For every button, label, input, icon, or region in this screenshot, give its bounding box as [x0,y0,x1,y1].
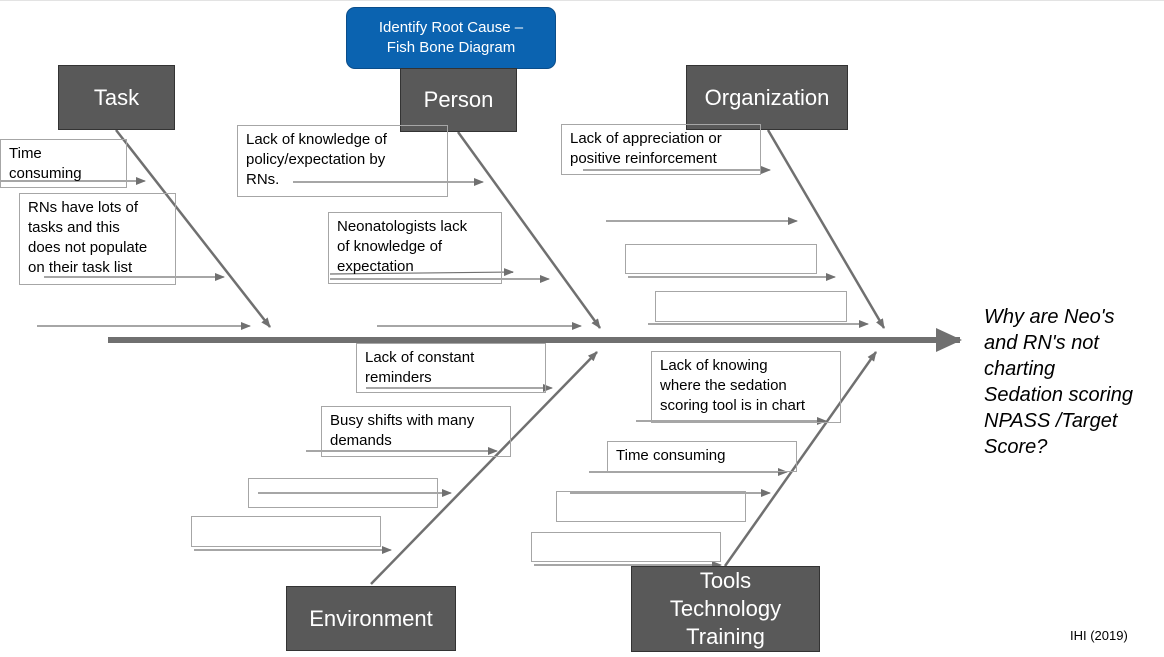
cause-line: Time consuming [616,447,726,464]
category-person-label: Person [423,87,494,112]
category-tools-label-2: Technology [669,596,782,621]
cause-line: consuming [9,165,82,182]
problem-line: charting [984,358,1056,380]
cause-line: positive reinforcement [570,150,717,167]
category-organization: Organization [686,65,848,130]
cause-line: of knowledge of [337,238,443,255]
top-border [0,0,1164,1]
problem-statement: Why are Neo's and RN's not charting Seda… [984,304,1160,460]
cause-task-rns: RNs have lots of tasks and this does not… [19,193,176,285]
sub-arrow [329,268,514,277]
empty-cause-box [531,532,721,562]
cause-person-neo: Neonatologists lack of knowledge of expe… [328,212,502,284]
bone-person [456,131,602,329]
cause-line: on their task list [28,259,133,276]
citation: IHI (2019) [1070,628,1128,643]
cause-line: expectation [337,258,414,275]
category-environment: Environment [286,586,456,651]
problem-line: Sedation scoring [984,384,1133,406]
bone-task [115,129,271,328]
cause-line: Lack of knowledge of [246,131,387,148]
cause-line: where the sedation [660,377,787,394]
category-tools: Tools Technology Training [631,566,820,652]
cause-line: Lack of constant [365,349,475,366]
cause-tools-knowing: Lack of knowing where the sedation scori… [651,351,841,423]
title-line-1: Identify Root Cause – [378,19,524,36]
category-tools-label-3: Training [686,624,765,649]
cause-line: Lack of appreciation or [570,130,722,147]
bone-organization [766,129,886,329]
category-organization-label: Organization [704,84,830,110]
cause-line: policy/expectation by [246,151,386,168]
problem-line: Why are Neo's [984,306,1115,328]
empty-cause-box [556,491,746,522]
cause-task-time: Time consuming [0,139,127,188]
cause-line: Time [9,145,42,162]
bone-environment [370,351,598,585]
bone-tools [723,351,878,567]
cause-line: demands [330,432,392,449]
cause-org-appreciation: Lack of appreciation or positive reinfor… [561,124,761,175]
cause-line: RNs have lots of [28,199,139,216]
category-tools-label-1: Tools [699,568,752,593]
cause-env-reminders: Lack of constant reminders [356,343,546,393]
empty-cause-box [191,516,381,547]
title-line-2: Fish Bone Diagram [386,39,516,56]
empty-cause-box [625,244,817,274]
cause-line: does not populate [28,239,148,256]
cause-line: Lack of knowing [660,357,768,374]
problem-line: NPASS /Target [984,410,1118,432]
cause-line: scoring tool is in chart [660,397,806,414]
cause-tools-time: Time consuming [607,441,797,472]
category-task-label: Task [93,84,140,110]
cause-line: Busy shifts with many [330,412,475,429]
cause-person-knowledge: Lack of knowledge of policy/expectation … [237,125,448,197]
category-task: Task [58,65,175,130]
cause-line: Neonatologists lack [337,218,468,235]
cause-line: tasks and this [28,219,120,236]
category-person: Person [400,68,517,132]
diagram-title: Identify Root Cause – Fish Bone Diagram [346,7,556,69]
problem-line: Score? [984,436,1048,458]
cause-line: reminders [365,369,432,386]
empty-cause-box [655,291,847,322]
cause-line: RNs. [246,171,280,188]
empty-cause-box [248,478,438,508]
category-environment-label: Environment [309,605,433,631]
problem-line: and RN's not [984,332,1099,354]
cause-env-busy: Busy shifts with many demands [321,406,511,457]
